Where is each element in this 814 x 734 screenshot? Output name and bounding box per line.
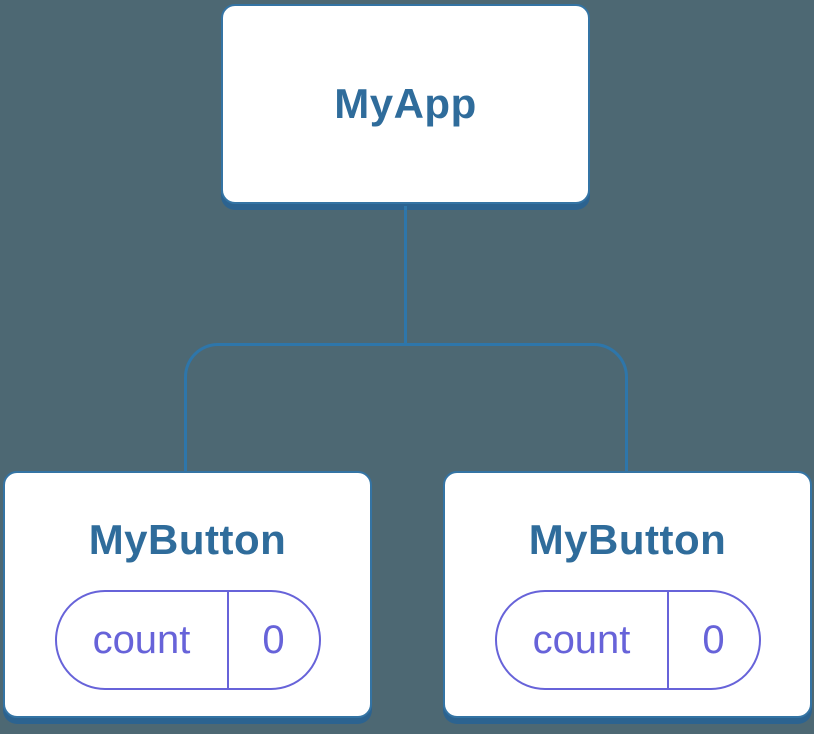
state-pill: count 0 [54, 590, 321, 690]
child-component-node-right: MyButton count 0 [443, 471, 812, 718]
child-component-node-left: MyButton count 0 [3, 471, 372, 718]
connector-stem-line [404, 206, 407, 346]
state-pill: count 0 [494, 590, 761, 690]
root-component-node: MyApp [221, 4, 590, 204]
child-component-label: MyButton [88, 516, 287, 563]
state-name: count [497, 592, 669, 688]
connector-branch-lines [184, 343, 628, 471]
child-component-label: MyButton [528, 516, 727, 563]
state-value: 0 [702, 617, 725, 662]
state-value: 0 [262, 617, 285, 662]
state-name: count [57, 592, 229, 688]
root-component-label: MyApp [334, 80, 477, 127]
